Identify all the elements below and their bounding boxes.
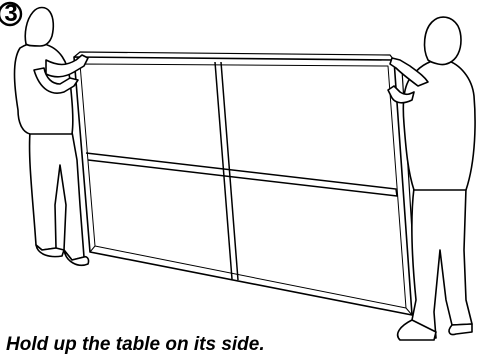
instruction-caption: Hold up the table on its side.	[6, 333, 406, 356]
person-left	[15, 8, 89, 266]
table-top-panel	[74, 57, 412, 315]
step-number: 3	[1, 0, 21, 30]
